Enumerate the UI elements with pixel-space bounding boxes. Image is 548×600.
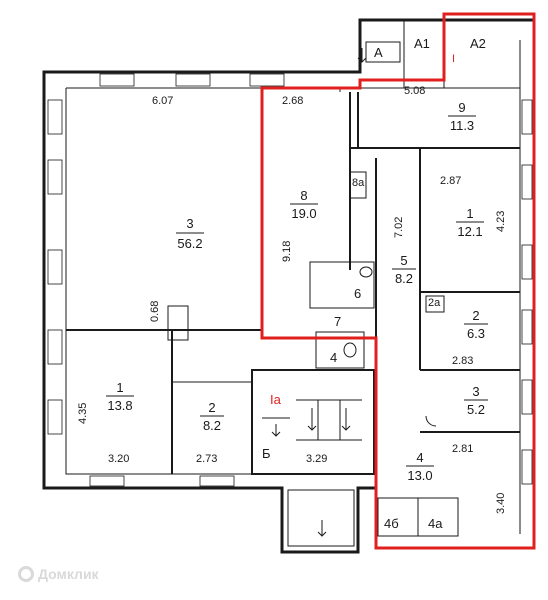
domclick-watermark: Домклик bbox=[18, 566, 99, 582]
room-area: 56.2 bbox=[177, 236, 202, 251]
label-room-4b: 4б bbox=[384, 516, 399, 531]
dim-2-87: 2.87 bbox=[440, 175, 461, 187]
room-number: 1 bbox=[466, 206, 473, 221]
room-3-small: 3 5.2 bbox=[464, 384, 488, 417]
dim-9-18: 9.18 bbox=[281, 241, 293, 262]
room-number: 8 bbox=[300, 188, 307, 203]
room-area: 5.2 bbox=[467, 402, 485, 417]
highlighted-area bbox=[260, 12, 536, 550]
dim-4-35: 4.35 bbox=[77, 403, 89, 424]
room-area: 6.3 bbox=[467, 326, 485, 341]
room-area: 11.3 bbox=[450, 118, 474, 133]
dim-7-02: 7.02 bbox=[393, 217, 405, 238]
dim-2-73: 2.73 bbox=[196, 453, 217, 465]
dimension-labels: 6.07 2.68 5.08 2.87 7.02 4.23 9.18 0.68 … bbox=[77, 85, 507, 514]
room-number: 5 bbox=[400, 253, 407, 268]
watermark-text: Домклик bbox=[38, 566, 99, 582]
room-1-right: 1 12.1 bbox=[456, 206, 484, 239]
room-area: 12.1 bbox=[457, 224, 482, 239]
dim-2-68: 2.68 bbox=[282, 95, 303, 107]
room-2-left: 2 8.2 bbox=[200, 400, 224, 433]
room-9: 9 11.3 bbox=[448, 100, 476, 133]
room-area: 8.2 bbox=[203, 418, 221, 433]
room-tags: А А1 А2 I Ia Б 6 7 4 8а 2а 4б 4а bbox=[262, 36, 486, 531]
label-room-8a: 8а bbox=[352, 177, 365, 189]
room-area: 19.0 bbox=[291, 206, 316, 221]
dim-3-20: 3.20 bbox=[108, 453, 129, 465]
room-1-left: 1 13.8 bbox=[106, 380, 134, 413]
room-number: 2 bbox=[472, 308, 479, 323]
fixtures bbox=[271, 48, 437, 537]
dim-2-81: 2.81 bbox=[452, 443, 473, 455]
label-a2: А2 bbox=[470, 36, 486, 51]
dim-3-29: 3.29 bbox=[306, 453, 327, 465]
room-number: 2 bbox=[208, 400, 215, 415]
label-room-6: 6 bbox=[354, 286, 361, 301]
room-4: 4 13.0 bbox=[406, 450, 434, 483]
label-room-2a: 2а bbox=[428, 297, 441, 309]
label-roman-one: I bbox=[452, 53, 455, 65]
room-number: 4 bbox=[416, 450, 423, 465]
label-room-7: 7 bbox=[334, 314, 341, 329]
label-room-4-wc: 4 bbox=[330, 350, 337, 365]
dim-3-40: 3.40 bbox=[495, 493, 507, 514]
room-8: 8 19.0 bbox=[290, 188, 318, 221]
room-number: 3 bbox=[186, 216, 193, 231]
room-number: 9 bbox=[458, 100, 465, 115]
dim-4-23: 4.23 bbox=[495, 211, 507, 232]
label-stair-ia: Ia bbox=[270, 392, 282, 407]
dim-6-07: 6.07 bbox=[152, 95, 173, 107]
label-room-4a: 4а bbox=[428, 516, 443, 531]
room-labels: 3 56.2 8 19.0 9 11.3 1 12.1 5 8.2 2 6.3 bbox=[106, 100, 488, 483]
room-3-large: 3 56.2 bbox=[176, 216, 204, 251]
room-5: 5 8.2 bbox=[392, 253, 416, 286]
label-a1: А1 bbox=[414, 36, 430, 51]
label-a: А bbox=[374, 45, 383, 60]
room-2-right: 2 6.3 bbox=[464, 308, 488, 341]
room-number: 3 bbox=[472, 384, 479, 399]
dim-5-08: 5.08 bbox=[404, 85, 425, 97]
label-stair-b: Б bbox=[262, 446, 271, 461]
room-area: 13.8 bbox=[107, 398, 132, 413]
room-number: 1 bbox=[116, 380, 123, 395]
windows bbox=[47, 73, 533, 487]
dim-0-68: 0.68 bbox=[149, 301, 161, 322]
room-area: 8.2 bbox=[395, 271, 413, 286]
dim-2-83: 2.83 bbox=[452, 355, 473, 367]
room-area: 13.0 bbox=[407, 468, 432, 483]
domclick-logo-icon bbox=[18, 566, 34, 582]
